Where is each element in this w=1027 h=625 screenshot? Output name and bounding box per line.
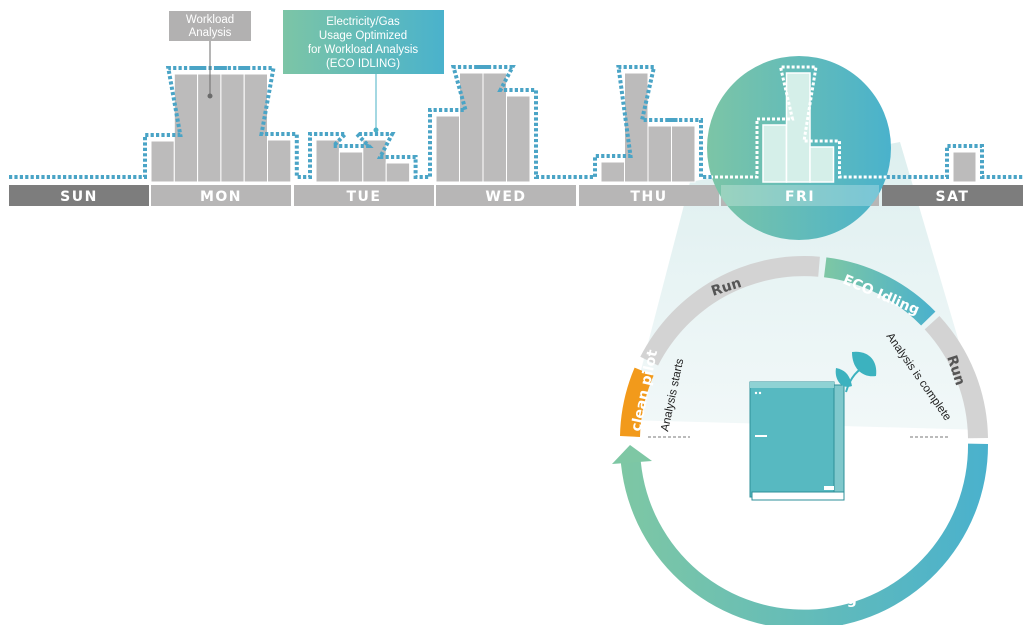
- workload-callout-line1: Workload: [186, 14, 234, 26]
- workload-callout-dot: [207, 93, 213, 99]
- bar-fri-1: [762, 124, 788, 183]
- day-label-wed: WED: [485, 189, 526, 205]
- eco-callout-line2: Usage Optimized: [319, 30, 407, 42]
- cycle-ring: [612, 256, 989, 625]
- zoom-fan: [628, 142, 985, 430]
- ring-segment-run-top: [640, 256, 820, 366]
- bar-mon-1: [150, 140, 175, 183]
- friday-dotted-outline: [707, 65, 891, 179]
- day-band-wed: [436, 185, 576, 206]
- ring-segment-eco-top: [824, 257, 936, 326]
- workload-bars: [150, 72, 977, 183]
- bar-mon-5: [243, 73, 268, 183]
- workload-callout-box: [169, 11, 251, 41]
- workload-callout-line2: Analysis: [189, 27, 232, 39]
- bar-thu-3: [647, 125, 672, 183]
- eco-callout-box: [283, 10, 444, 74]
- workload-dotted-outline: [9, 65, 1023, 179]
- day-label-sun: SUN: [60, 189, 98, 205]
- day-band-fri-overlay: [721, 185, 879, 206]
- day-band-mon: [151, 185, 291, 206]
- bar-sat-1: [952, 151, 977, 183]
- bar-wed-2: [459, 72, 484, 183]
- bar-tue-3: [362, 139, 387, 183]
- eco-bottom-label: ECO Idling: [775, 592, 856, 608]
- day-label-fri: FRI: [785, 189, 815, 205]
- bar-fri-3: [809, 146, 835, 183]
- ring-segment-run-right: [924, 316, 988, 439]
- bar-mon-6: [267, 139, 292, 183]
- bar-thu-4: [671, 125, 696, 183]
- bar-mon-3: [197, 73, 222, 183]
- day-band-thu: [579, 185, 719, 206]
- bar-mon-4: [220, 73, 245, 183]
- eco-callout-line3: for Workload Analysis: [308, 44, 419, 56]
- bar-thu-1: [600, 161, 625, 183]
- day-strip: SUN MON TUE WED THU SAT: [9, 185, 1023, 206]
- bar-mon-2: [173, 73, 199, 183]
- day-label-thu: THU: [630, 189, 667, 205]
- bar-tue-4: [385, 162, 411, 183]
- day-band-sun: [9, 185, 149, 206]
- eco-callout-line4: (ECO IDLING): [326, 58, 400, 70]
- bar-thu-2: [624, 72, 649, 183]
- eco-callout-line1: Electricity/Gas: [326, 16, 400, 28]
- eco-leaf-icon: [835, 351, 877, 393]
- appliance-icon: [749, 381, 845, 501]
- ring-segment-clean-pilot: [620, 367, 654, 437]
- bar-wed-1: [435, 115, 460, 183]
- ring-arrow-head: [612, 445, 652, 464]
- day-label-mon: MON: [200, 189, 242, 205]
- friday-zoomed-bars: [762, 72, 835, 183]
- bar-fri-2: [785, 72, 811, 183]
- day-label-tue: TUE: [347, 189, 382, 205]
- friday-strip: FRI: [721, 185, 879, 206]
- bar-tue-2: [338, 151, 364, 183]
- day-band-tue: [294, 185, 434, 206]
- day-label-sat: SAT: [936, 189, 970, 205]
- eco-callout-dot: [373, 127, 379, 133]
- bar-wed-4: [506, 95, 531, 183]
- day-band-sat: [882, 185, 1023, 206]
